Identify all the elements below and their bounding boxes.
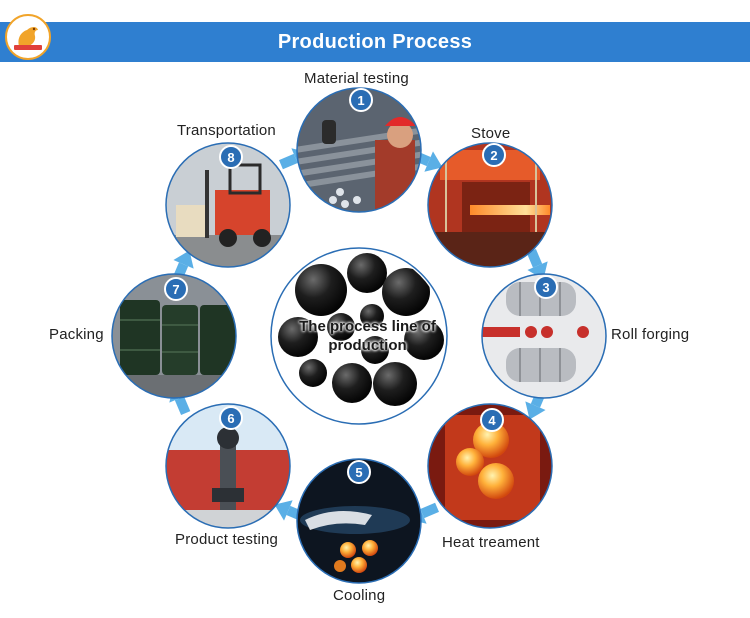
step-7-packing-image (112, 274, 236, 398)
step-7-number: 7 (172, 282, 179, 297)
step-1-label: Material testing (304, 70, 409, 87)
step-5-label: Cooling (333, 587, 386, 604)
step-1-number: 1 (357, 93, 364, 108)
page-title: Production Process (277, 31, 473, 53)
step-3-badge: 3 (534, 275, 558, 299)
header-banner: Production Process (0, 22, 750, 62)
step-4-heat-treatment-image (428, 404, 552, 528)
step-6-badge: 6 (219, 406, 243, 430)
step-badges: 1 2 3 4 5 6 7 8 (164, 88, 558, 484)
step-2-badge: 2 (482, 143, 506, 167)
logo (5, 14, 51, 60)
step-8-badge: 8 (219, 145, 243, 169)
center-title: The process line of production (299, 318, 436, 354)
step-5-number: 5 (355, 465, 362, 480)
center-process-line-image (270, 247, 448, 425)
step-6-number: 6 (227, 411, 234, 426)
step-3-number: 3 (542, 280, 549, 295)
step-8-label: Transportation (177, 122, 276, 139)
step-3-roll-forging-image (482, 274, 606, 398)
step-4-badge: 4 (480, 408, 504, 432)
step-7-badge: 7 (164, 277, 188, 301)
step-4-label: Heat treament (442, 534, 540, 551)
step-5-badge: 5 (347, 460, 371, 484)
step-2-number: 2 (490, 148, 497, 163)
step-1-badge: 1 (349, 88, 373, 112)
step-2-label: Stove (471, 125, 511, 142)
step-7-label: Packing (49, 326, 104, 343)
step-4-number: 4 (488, 413, 496, 428)
step-3-label: Roll forging (611, 326, 690, 343)
step-8-number: 8 (227, 150, 234, 165)
step-6-label: Product testing (175, 531, 279, 548)
